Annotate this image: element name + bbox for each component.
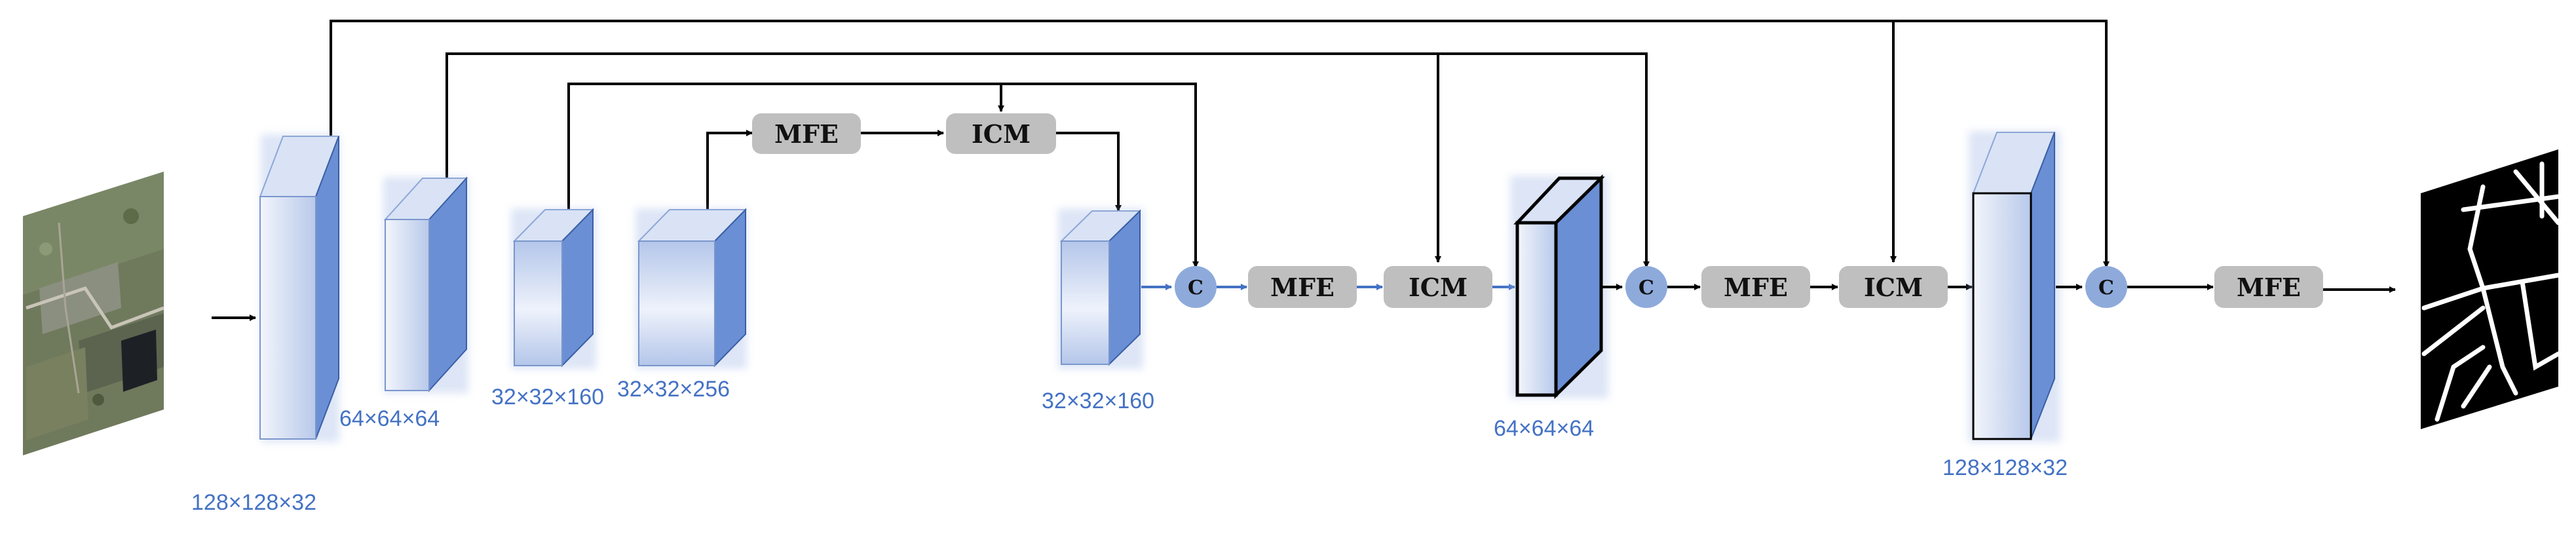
feature-block-dec2	[1969, 131, 2060, 442]
svg-text:MFE: MFE	[1270, 273, 1335, 302]
input-aerial-image	[23, 172, 164, 455]
skip-line-enc1	[330, 20, 2110, 268]
icm-to-bottleneck-line	[1056, 132, 1122, 212]
feature-block-bottleneck	[1058, 208, 1143, 369]
svg-text:ICM: ICM	[972, 119, 1031, 149]
concat-node-2: C	[1625, 266, 1667, 308]
skip-connections	[330, 20, 2110, 268]
svg-text:MFE: MFE	[774, 119, 839, 149]
mfe-module-dec1: MFE	[1248, 266, 1357, 308]
enc4-to-mfe-line	[706, 130, 753, 210]
dim-label-dec1: 64×64×64	[1494, 416, 1594, 441]
mfe-module-top: MFE	[752, 113, 861, 154]
svg-text:MFE: MFE	[1724, 273, 1788, 302]
dim-label-bottleneck: 32×32×160	[1042, 389, 1154, 413]
icm-module-dec2: ICM	[1839, 266, 1948, 308]
svg-text:C: C	[2098, 277, 2114, 299]
svg-text:MFE: MFE	[2237, 273, 2301, 302]
feature-block-enc3	[511, 208, 596, 369]
mfe-module-dec2: MFE	[1701, 266, 1810, 308]
dim-label-dec2: 128×128×32	[1942, 455, 2068, 480]
dim-label-enc1: 128×128×32	[191, 490, 316, 515]
svg-text:ICM: ICM	[1864, 273, 1923, 302]
dim-label-enc4: 32×32×256	[617, 377, 730, 402]
feature-block-enc4	[635, 208, 748, 369]
svg-text:C: C	[1638, 277, 1654, 299]
svg-text:ICM: ICM	[1409, 273, 1468, 302]
feature-block-enc1	[259, 134, 340, 442]
skip-line-enc2	[445, 52, 1650, 268]
output-road-mask	[2421, 149, 2561, 429]
dim-label-enc3: 32×32×160	[491, 385, 604, 410]
skip-line-enc3	[567, 83, 1199, 268]
concat-node-1: C	[1175, 266, 1217, 308]
feature-block-enc2	[383, 176, 468, 393]
svg-text:C: C	[1188, 277, 1203, 299]
feature-block-dec1	[1510, 174, 1608, 399]
dim-label-enc2: 64×64×64	[339, 406, 440, 431]
icm-module-dec1: ICM	[1384, 266, 1492, 308]
mfe-module-output: MFE	[2214, 266, 2323, 308]
concat-node-3: C	[2085, 266, 2127, 308]
icm-module-top: ICM	[946, 113, 1056, 154]
